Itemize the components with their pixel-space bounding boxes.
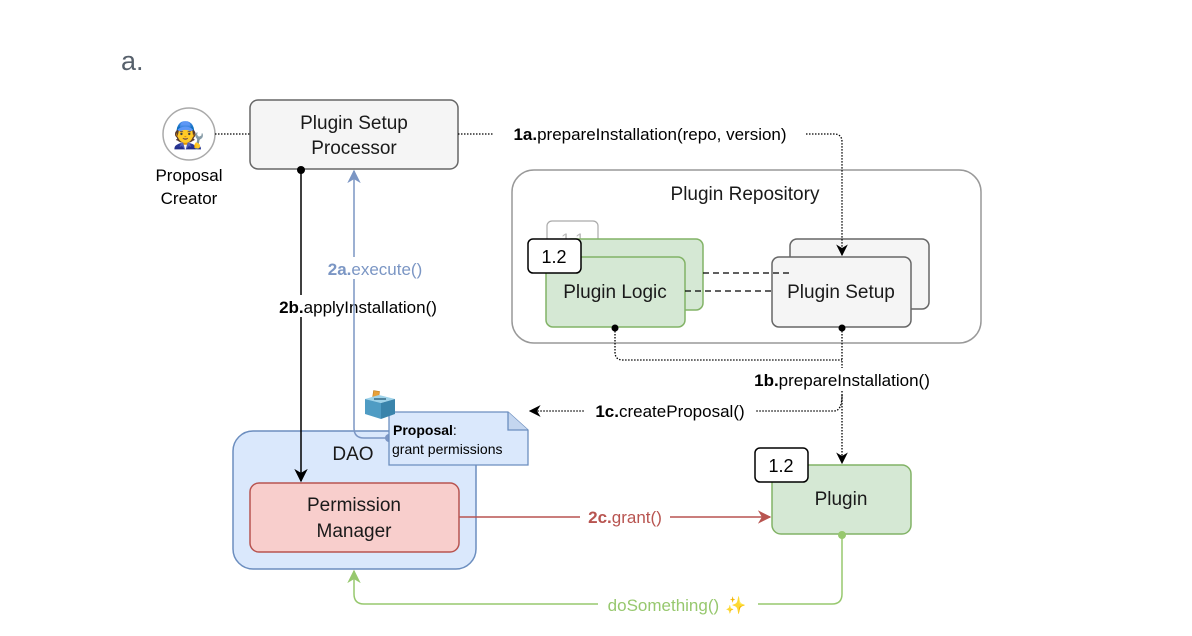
plugin-setup-label: Plugin Setup: [787, 282, 895, 303]
edge-1c-label: 1c.createProposal(): [595, 402, 744, 421]
edge-1a-call: prepareInstallation(repo, version): [537, 125, 786, 144]
proposal-note[interactable]: Proposal: grant permissions: [388, 411, 529, 466]
proposal-creator-label-line2: Creator: [161, 189, 218, 208]
edge-2c-step: 2c.: [588, 508, 612, 527]
plugin-version-badge: [754, 447, 809, 483]
edge-1a-step: 1a.: [513, 125, 537, 144]
sparkles-icon: ✨: [725, 596, 746, 615]
edge-2b-label: 2b.applyInstallation(): [279, 298, 437, 317]
mechanic-emoji-icon: 🧑‍🔧: [173, 120, 205, 150]
proposal-creator-actor[interactable]: 🧑‍🔧 Proposal Creator: [155, 107, 223, 208]
edge-2a-call: execute(): [351, 260, 422, 279]
edge-1b-call: prepareInstallation(): [779, 371, 930, 390]
permission-manager-line2: Manager: [317, 521, 393, 542]
proposal-note-title-suffix: :: [453, 422, 457, 438]
plugin-logic-node[interactable]: 1.1 Plugin Logic 1.2: [527, 220, 704, 328]
edge-1c-call: createProposal(): [619, 402, 745, 421]
psp-label-line1: Plugin Setup: [300, 113, 408, 134]
plugin-repository-title: Plugin Repository: [671, 184, 820, 205]
psp-label-line2: Processor: [311, 138, 397, 159]
panel-label: a.: [121, 46, 144, 76]
edge-2a-step: 2a.: [328, 260, 352, 279]
edge-2a: [347, 169, 389, 439]
edge-2c-call: grant(): [612, 508, 662, 527]
version-badge-current: [527, 238, 582, 274]
plugin-version-badge-text: 1.2: [768, 456, 793, 476]
edge-1a-label: 1a.prepareInstallation(repo, version): [513, 125, 786, 144]
proposal-creator-label-line1: Proposal: [155, 166, 222, 185]
edge-2a-label: 2a.execute(): [328, 260, 423, 279]
edge-1b-label: 1b.prepareInstallation(): [754, 371, 930, 390]
edge-1c-step: 1c.: [595, 402, 619, 421]
plugin-label: Plugin: [815, 489, 868, 510]
proposal-note-title: Proposal: [393, 422, 453, 438]
plugin-node[interactable]: Plugin 1.2: [754, 447, 912, 535]
edge-2b-call: applyInstallation(): [304, 298, 437, 317]
edge-1a: [458, 133, 848, 257]
plugin-setup-node[interactable]: Plugin Setup: [771, 238, 930, 328]
edge-1b-logic-branch: [614, 328, 842, 361]
edge-do-something-label: doSomething() ✨: [608, 596, 747, 615]
edge-1b-step: 1b.: [754, 371, 779, 390]
plugin-setup-processor-node[interactable]: Plugin Setup Processor: [249, 99, 459, 170]
permission-manager-line1: Permission: [307, 495, 401, 516]
proposal-note-text: Proposal:: [393, 422, 457, 438]
edge-do-something-call: doSomething(): [608, 596, 720, 615]
edge-2c-label: 2c.grant(): [588, 508, 662, 527]
ballot-box-icon: [365, 390, 395, 419]
edge-1c: [528, 394, 843, 417]
permission-manager-node[interactable]: Permission Manager: [249, 482, 460, 553]
dao-label: DAO: [332, 444, 373, 465]
edge-2b-step: 2b.: [279, 298, 304, 317]
plugin-logic-label: Plugin Logic: [563, 282, 667, 303]
version-badge-current-text: 1.2: [541, 247, 566, 267]
proposal-note-body: grant permissions: [392, 441, 503, 457]
